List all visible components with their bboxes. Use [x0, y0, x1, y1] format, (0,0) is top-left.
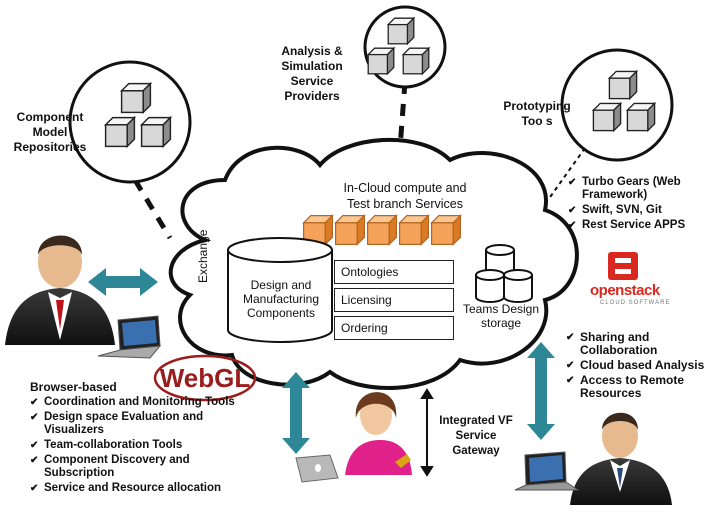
design-database-label: Design and Manufacturing Components: [242, 278, 320, 320]
connector-analysis: [397, 81, 408, 149]
analysis-label: Analysis & Simulation Service Providers: [281, 44, 343, 103]
prototyping-label: Prototyping Too s: [503, 99, 571, 128]
laptop-icon-right: [514, 451, 580, 491]
sharing-list: Sharing and Collaboration Cloud based An…: [566, 331, 724, 402]
cloud-title: In-Cloud compute and Test branch Service…: [343, 181, 467, 211]
browser-title: Browser-based: [30, 380, 117, 394]
storage-cylinders-icon: [475, 244, 533, 303]
laptop-icon-bottom: [295, 454, 339, 483]
ordering-box: Ordering: [334, 316, 454, 340]
connector-component-repos: [132, 178, 173, 240]
gateway-arrow-icon: [420, 388, 434, 477]
remote-user-cloud-arrow-icon: [527, 342, 555, 440]
list-item: Sharing and Collaboration: [566, 331, 724, 357]
list-item: Turbo Gears (Web Framework): [568, 176, 718, 202]
list-item: Team-collaboration Tools: [30, 439, 262, 452]
component-repos-label: Component Model Repositories: [13, 110, 87, 154]
webgl-logo-text: WebGL: [160, 363, 251, 393]
teams-storage-label: Teams Design storage: [462, 302, 540, 330]
list-item: Swift, SVN, Git: [568, 204, 718, 217]
woman-avatar: [345, 392, 412, 475]
browser-tools-list: Coordination and Monitoring Tools Design…: [30, 396, 262, 497]
list-item: Rest Service APPS: [568, 219, 718, 232]
prototyping-tools-list: Turbo Gears (Web Framework) Swift, SVN, …: [568, 176, 718, 234]
list-item: Access to Remote Resources: [566, 374, 724, 400]
licensing-box: Licensing: [334, 288, 454, 312]
ontologies-box: Ontologies: [334, 260, 454, 284]
webgl-logo-icon: WebGL: [153, 354, 257, 402]
connector-prototyping: [547, 147, 586, 201]
exchange-label: Exchange: [196, 229, 210, 283]
openstack-logo-text: openstack: [590, 282, 660, 299]
list-item: Cloud based Analysis: [566, 359, 724, 373]
list-item: Coordination and Monitoring Tools: [30, 396, 262, 409]
businessman-avatar-left: [5, 235, 115, 345]
openstack-tagline: CLOUD SOFTWARE: [600, 300, 671, 306]
browser-cloud-arrow-icon: [282, 372, 310, 454]
list-item: Component Discovery and Subscription: [30, 454, 262, 480]
openstack-logo-icon: [608, 252, 638, 280]
service-cubes-icon: [303, 215, 461, 245]
design-database-icon: [227, 237, 333, 343]
user-cloud-arrow-icon: [88, 268, 158, 296]
list-item: Design space Evaluation and Visualizers: [30, 411, 262, 437]
businessman-avatar-right: [570, 412, 672, 505]
gateway-label: Integrated VF Service Gateway: [439, 415, 513, 457]
laptop-icon-left: [97, 315, 162, 359]
list-item: Service and Resource allocation: [30, 482, 262, 495]
